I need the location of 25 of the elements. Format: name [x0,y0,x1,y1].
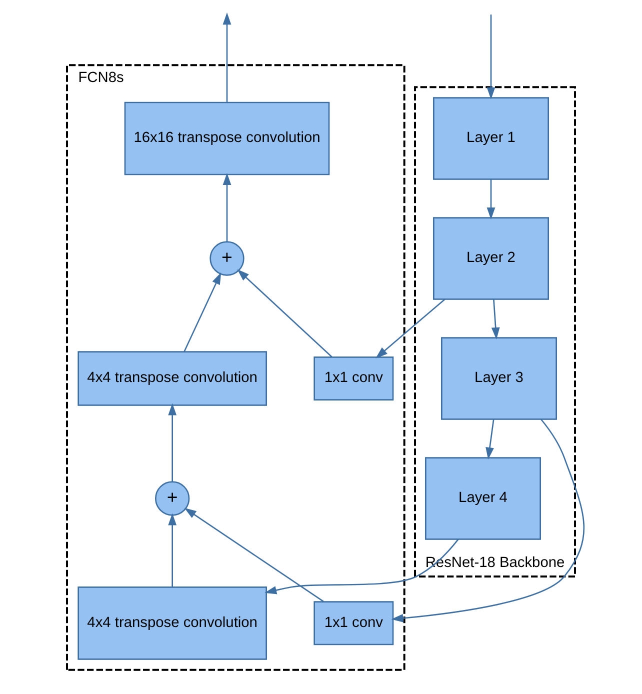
arrow [222,12,232,102]
node-box: Layer 1 [433,97,549,180]
arrow [486,14,496,100]
arrow [184,508,324,602]
node-box: 1x1 conv [314,356,394,400]
node-box: 16x16 transpose convolution [124,102,330,176]
node-circle: + [155,481,190,516]
node-box: 4x4 transpose convolution [78,351,267,406]
arrow [264,538,459,594]
arrow [184,272,222,352]
arrow [486,180,496,220]
node-box: Layer 4 [425,457,541,540]
arrow [237,269,332,358]
arrow [491,299,500,340]
arrow [376,298,446,358]
node-circle: + [210,241,244,276]
arrow [168,403,177,482]
arrow [391,418,584,622]
arrow [486,419,494,460]
node-box: Layer 2 [433,217,549,300]
node-box: Layer 3 [441,337,557,420]
node-box: 1x1 conv [314,601,394,646]
arrow [168,513,177,588]
node-box: 4x4 transpose convolution [78,586,267,660]
arrow [222,173,232,242]
